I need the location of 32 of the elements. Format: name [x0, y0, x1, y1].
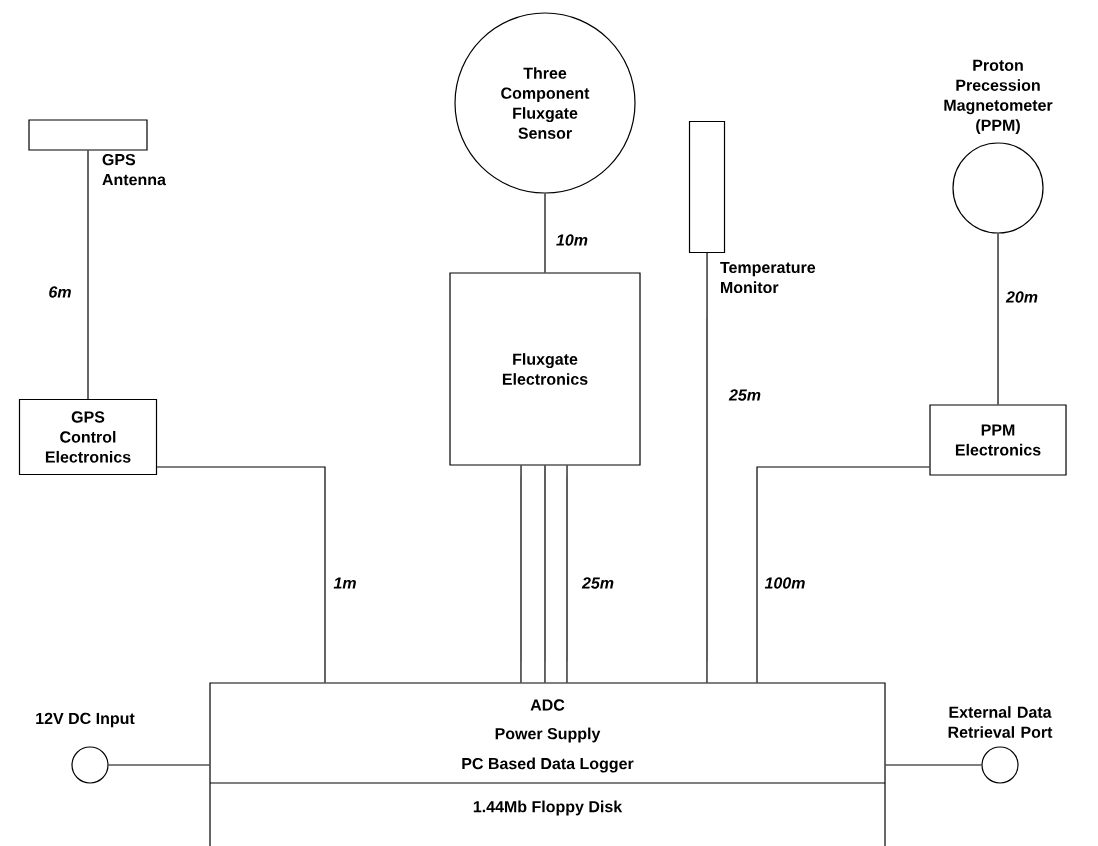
cable-length-label: 100m [763, 576, 807, 590]
cable-line [756, 466, 930, 683]
sensor-box [28, 119, 148, 151]
component-label: GPS Antenna [102, 153, 167, 186]
cable-line [566, 465, 568, 683]
cable-length-label: 20m [1004, 290, 1040, 304]
sensor-circle [952, 142, 1044, 234]
cable-length-label: 10m [554, 233, 590, 247]
cable-line [156, 466, 326, 683]
component-label: External Data Retrieval Port [948, 706, 1053, 738]
sensor-circle [71, 746, 109, 784]
cable-length-label: 6m [47, 285, 73, 299]
sensor-circle [981, 746, 1019, 784]
cable-line [108, 764, 210, 766]
cable-line [544, 465, 546, 683]
electronics-box: GPS Control Electronics [18, 398, 158, 476]
data-logger-box: ADC Power Supply PC Based Data Logger 1.44Mb Floppy Disk [209, 682, 886, 846]
component-label: 12V DC Input [36, 712, 135, 728]
cable-line [706, 252, 708, 683]
cable-length-label: 25m [580, 576, 616, 590]
electronics-box: Fluxgate Electronics [449, 272, 641, 466]
sensor-box [688, 120, 726, 254]
cable-line [87, 150, 89, 400]
component-label: Proton Precession Magnetometer (PPM) [944, 59, 1053, 135]
cable-line [520, 465, 522, 683]
cable-line [997, 233, 999, 405]
cable-length-label: 1m [332, 576, 358, 590]
cable-line [544, 193, 546, 273]
cable-line [885, 764, 982, 766]
electronics-box: PPM Electronics [929, 404, 1067, 476]
cable-length-label: 25m [727, 388, 763, 402]
component-label: Temperature Monitor [720, 261, 816, 294]
